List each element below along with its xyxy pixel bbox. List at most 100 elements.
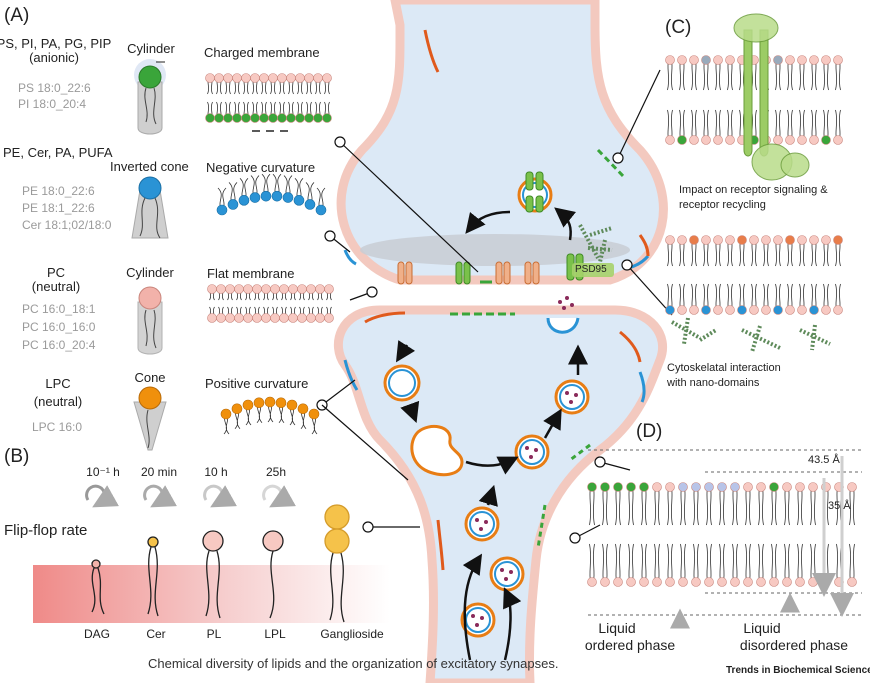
lipid-head	[207, 313, 217, 323]
lipid-head	[773, 235, 783, 245]
lipid-head	[223, 113, 233, 123]
lipid-class-pc: PC	[46, 265, 66, 280]
flat-membrane-bilayer	[207, 284, 334, 323]
lipid-head	[275, 397, 287, 409]
lipid-head	[689, 135, 699, 145]
psd-density	[360, 234, 630, 266]
lipid-head	[725, 235, 735, 245]
lipid-head	[626, 577, 636, 587]
lipid-head	[220, 408, 232, 420]
lipid-head	[689, 305, 699, 315]
lipid-head	[261, 313, 271, 323]
lipid-head	[678, 577, 688, 587]
lipid-head	[785, 235, 795, 245]
psd95-label-box	[572, 263, 614, 277]
lipid-head	[613, 482, 623, 492]
lipid-head	[288, 284, 298, 294]
lipid-head	[277, 73, 287, 83]
lipid-head	[304, 113, 314, 123]
thickness-disordered-label: 35 Å	[828, 500, 851, 512]
lipid-head	[701, 235, 711, 245]
lipid-head	[306, 313, 316, 323]
membrane-label-negative: Negative curvature	[206, 160, 316, 175]
charged-membrane-bilayer	[205, 73, 332, 123]
lipid-head	[225, 284, 235, 294]
lipid-head	[725, 135, 735, 145]
membrane-label-flat: Flat membrane	[207, 266, 295, 281]
flip-flop-gradient-bar	[33, 565, 390, 623]
membrane-domains	[343, 29, 650, 571]
lipid-class-anionic: PS, PI, PA, PG, PIP	[0, 36, 112, 51]
lipid-head	[223, 73, 233, 83]
lipid-head	[600, 482, 610, 492]
domain-bilayer	[587, 482, 857, 587]
lipid-head	[232, 113, 242, 123]
species-pe-1: PE 18:0_22:6	[22, 184, 95, 198]
lipid-head	[704, 482, 714, 492]
lipid-head	[279, 284, 289, 294]
lipid-head	[847, 577, 857, 587]
lipid-head	[270, 313, 280, 323]
lipid-head	[704, 577, 714, 587]
lipid-head	[701, 305, 711, 315]
lipid-head	[677, 55, 687, 65]
receptor-signaling-caption-2: receptor recycling	[679, 199, 766, 211]
lipid-head	[304, 199, 316, 210]
lipid-head	[761, 305, 771, 315]
lipid-head	[252, 284, 262, 294]
lipid-head	[295, 113, 305, 123]
lipid-head	[821, 135, 831, 145]
lipid-head	[769, 577, 779, 587]
ordered-phase-label-1: Liquid	[598, 620, 636, 636]
lipid-head	[833, 55, 843, 65]
lipid-head	[797, 135, 807, 145]
spine-arrows	[395, 340, 588, 661]
flip-flop-title: Flip-flop rate	[4, 522, 88, 539]
lipid-head	[785, 55, 795, 65]
lipid-head	[833, 235, 843, 245]
lipid-head	[252, 313, 262, 323]
lipid-head	[232, 73, 242, 83]
lipid-head	[847, 482, 857, 492]
lipid-head	[713, 305, 723, 315]
lipid-head	[600, 577, 610, 587]
lipid-class-lpc-charge: (neutral)	[33, 394, 83, 409]
lipid-head	[259, 113, 269, 123]
lipid-head	[282, 192, 294, 203]
lipid-head	[234, 313, 244, 323]
species-ps: PS 18:0_22:6	[18, 81, 91, 95]
lipid-head	[785, 305, 795, 315]
lipid-label-dag: DAG	[83, 627, 111, 641]
lipid-head	[286, 73, 296, 83]
lipid-head	[231, 403, 243, 415]
lipid-label-ganglioside: Ganglioside	[320, 627, 384, 641]
panel-label-b: (B)	[4, 446, 30, 467]
lipid-head	[315, 204, 327, 216]
cytoskeletal-caption-2: with nano-domains	[667, 377, 760, 389]
lipid-head	[205, 73, 215, 83]
lipid-head	[286, 399, 298, 411]
trafficking-arrows	[465, 207, 577, 241]
lipid-head	[769, 482, 779, 492]
journal-name: Trends in Biochemical Sciences	[726, 665, 870, 676]
lipid-head	[277, 113, 287, 123]
species-pc-2: PC 16:0_16:0	[22, 320, 96, 334]
lipid-head	[260, 190, 272, 202]
lipid-head	[773, 135, 783, 145]
lipid-head	[652, 577, 662, 587]
lipid-head	[677, 305, 687, 315]
shape-label-cone: Cone	[134, 370, 166, 385]
lipid-head	[743, 482, 753, 492]
lipid-head	[713, 235, 723, 245]
lipid-head	[782, 482, 792, 492]
lipid-head	[691, 577, 701, 587]
lipid-head	[587, 482, 597, 492]
lipid-head	[652, 482, 662, 492]
lipid-shape-cone	[133, 386, 167, 451]
lipid-label-pl: PL	[206, 627, 222, 641]
lipid-head	[324, 284, 334, 294]
lipid-head	[797, 305, 807, 315]
species-cer: Cer 18:1;02/18:0	[22, 218, 112, 232]
thickness-arrows	[812, 456, 854, 617]
lipid-head	[313, 73, 323, 83]
